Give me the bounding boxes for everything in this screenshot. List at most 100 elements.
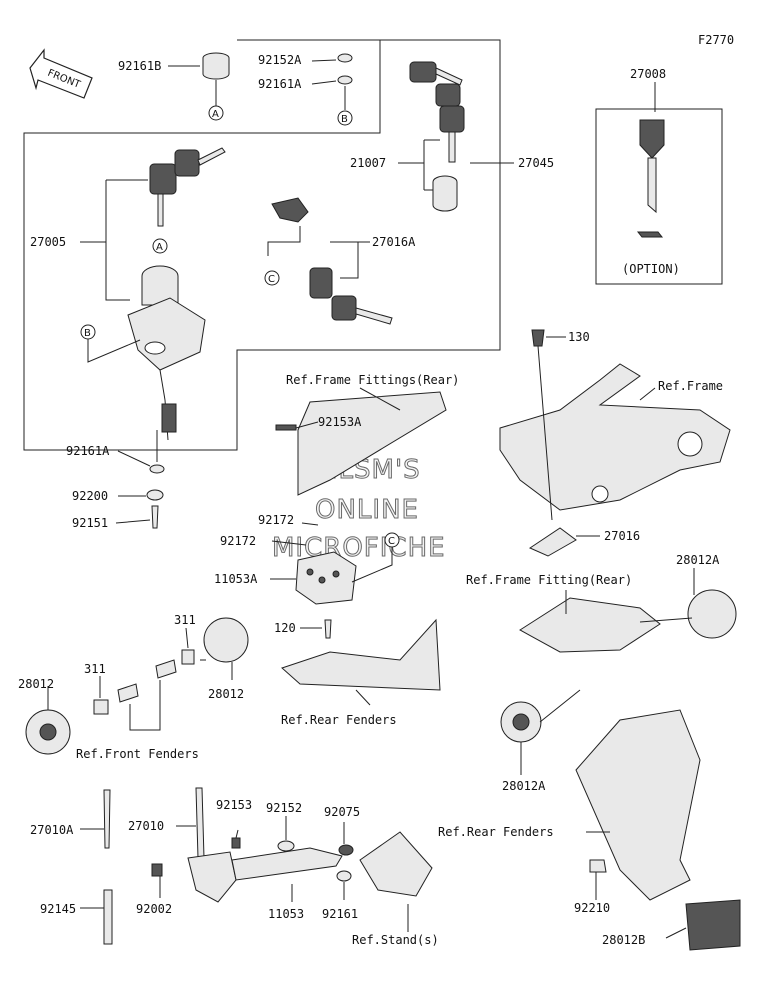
label-28012B: 28012B xyxy=(602,933,645,947)
label-28012-left: 28012 xyxy=(18,677,54,691)
label-21007: 21007 xyxy=(350,156,386,170)
hole xyxy=(318,576,326,584)
stud xyxy=(117,683,139,703)
leader xyxy=(520,689,581,775)
frame-hole xyxy=(591,485,609,503)
switch-27010A xyxy=(103,789,111,849)
rear-fender-right xyxy=(575,709,701,901)
label-92153A: 92153A xyxy=(318,415,362,429)
bolt-120 xyxy=(324,619,332,639)
key-set-27005 xyxy=(149,147,226,227)
figure-code: F2770 xyxy=(698,33,734,47)
label-92002: 92002 xyxy=(136,902,172,916)
frame-part xyxy=(499,363,731,511)
ref-letter: A xyxy=(212,109,219,120)
reflector-lens xyxy=(512,713,530,731)
label-27016: 27016 xyxy=(604,529,640,543)
reflector-28012B xyxy=(685,899,741,951)
label-28012A-top: 28012A xyxy=(676,553,720,567)
label-ref-frame-fitting-rear: Ref.Frame Fitting(Rear) xyxy=(466,573,632,587)
nut-92210 xyxy=(589,859,607,873)
nut-311 xyxy=(181,649,195,665)
label-27010A: 27010A xyxy=(30,823,74,837)
ref-circle-b xyxy=(337,110,353,126)
label-27045: 27045 xyxy=(518,156,554,170)
label-ref-front-fenders: Ref.Front Fenders xyxy=(76,747,199,761)
ref-letter: A xyxy=(156,242,163,253)
seat-lock-27016A xyxy=(271,197,393,325)
label-92172-a: 92172 xyxy=(258,513,294,527)
leader xyxy=(159,816,409,932)
plate-11053 xyxy=(231,847,343,881)
label-92161: 92161 xyxy=(322,907,358,921)
bracket-27016 xyxy=(528,527,577,557)
label-120: 120 xyxy=(274,621,296,635)
nut-311 xyxy=(93,699,109,715)
label-92210: 92210 xyxy=(574,901,610,915)
label-92172-b: 92172 xyxy=(220,534,256,548)
label-ref-stand: Ref.Stand(s) xyxy=(352,933,439,947)
leader xyxy=(80,179,148,301)
label-27016A: 27016A xyxy=(372,235,416,249)
label-27005: 27005 xyxy=(30,235,66,249)
ref-circle-a xyxy=(152,238,168,254)
label-ref-frame: Ref.Frame xyxy=(658,379,723,393)
label-28012-right: 28012 xyxy=(208,687,244,701)
label-92161B: 92161B xyxy=(118,59,161,73)
bolt-92002 xyxy=(151,863,163,877)
frame-hole xyxy=(677,431,703,457)
leader xyxy=(537,336,656,521)
ref-letter: B xyxy=(84,328,91,339)
leader xyxy=(565,568,695,614)
key-set-21007 xyxy=(409,61,465,212)
label-92145: 92145 xyxy=(40,902,76,916)
label-311-b: 311 xyxy=(84,662,106,676)
ref-circle-c xyxy=(384,532,400,548)
blank-key-27008 xyxy=(636,119,665,238)
ref-letter: C xyxy=(268,274,275,285)
frame-fitting-rear xyxy=(519,597,661,653)
label-option: (OPTION) xyxy=(622,262,680,276)
spring-92145 xyxy=(103,889,113,945)
washer-92152A xyxy=(337,53,353,63)
washer-92161 xyxy=(336,870,352,882)
washer xyxy=(149,464,165,474)
leader xyxy=(595,872,687,939)
washer-92152 xyxy=(277,840,295,852)
label-92161A-top: 92161A xyxy=(258,77,302,91)
label-92200: 92200 xyxy=(72,489,108,503)
label-130: 130 xyxy=(568,330,590,344)
frame-fittings-rear xyxy=(297,391,447,496)
rear-fender-mid xyxy=(281,618,441,691)
watermark-line-3: MICROFICHE xyxy=(272,533,446,563)
leader xyxy=(47,627,233,731)
ignition-kit-outline xyxy=(23,39,501,451)
reflector-28012A-top xyxy=(687,589,737,639)
bolt-92153A xyxy=(275,424,297,431)
label-ref-frame-fittings-rear: Ref.Frame Fittings(Rear) xyxy=(286,373,459,387)
label-92075: 92075 xyxy=(324,805,360,819)
ref-circle-c xyxy=(264,270,280,286)
leader xyxy=(355,689,371,706)
ref-circle-a xyxy=(208,105,224,121)
label-92152: 92152 xyxy=(266,801,302,815)
reflector-28012-right xyxy=(203,617,249,663)
collar-92075 xyxy=(338,844,354,856)
front-arrow-icon: FRONT xyxy=(29,48,93,99)
label-ref-rear-fenders-mid: Ref.Rear Fenders xyxy=(281,713,397,727)
stud xyxy=(155,659,177,679)
bracket-11053A xyxy=(295,551,357,605)
label-11053A: 11053A xyxy=(214,572,258,586)
label-11053: 11053 xyxy=(268,907,304,921)
washer xyxy=(146,489,164,501)
leader xyxy=(267,226,370,279)
ref-letter: B xyxy=(341,114,348,125)
washer-92161A xyxy=(337,75,353,85)
label-ref-rear-fenders-right: Ref.Rear Fenders xyxy=(438,825,554,839)
label-27010: 27010 xyxy=(128,819,164,833)
hole xyxy=(306,568,314,576)
leader xyxy=(80,828,104,909)
leader xyxy=(87,339,141,363)
